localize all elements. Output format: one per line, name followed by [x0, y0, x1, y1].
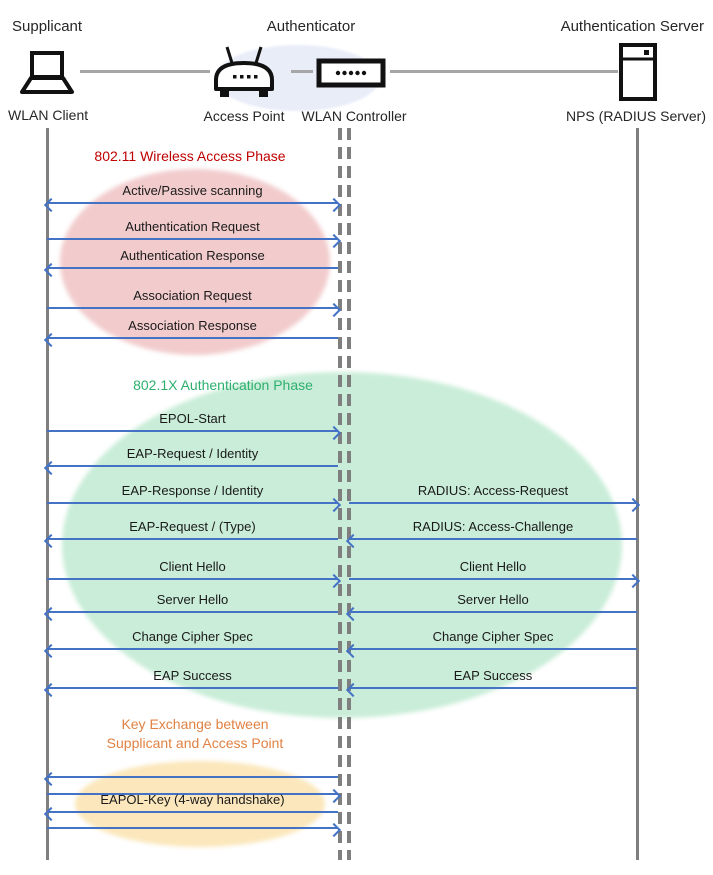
eapol-key-arrow-4 — [47, 827, 338, 829]
role-supplicant: Supplicant — [12, 18, 83, 35]
arrow-right — [47, 578, 338, 580]
phase1-ellipse — [60, 169, 330, 355]
phase3-title: Key Exchange between Supplicant and Acce… — [75, 715, 315, 753]
arrow-left — [47, 687, 338, 689]
arrow-left — [349, 648, 637, 650]
message-eapol-key-4way-handshake: EAPOL-Key (4-way handshake) — [47, 792, 338, 813]
arrow-left — [47, 648, 338, 650]
message-label: Change Cipher Spec — [132, 629, 253, 644]
message-label: Client Hello — [459, 559, 527, 574]
message-label: Authentication Response — [120, 248, 265, 263]
wlan-client-lifeline — [46, 128, 49, 860]
message-client-hello-right: Client Hello — [349, 559, 637, 580]
message-change-cipher-spec-right: Change Cipher Spec — [349, 629, 637, 650]
wlan-controller-lifeline-inner — [347, 128, 351, 860]
message-radius-access-request: RADIUS: Access-Request — [349, 483, 637, 504]
connector-line — [80, 70, 210, 73]
arrow-left — [349, 611, 637, 613]
message-label: RADIUS: Access-Challenge — [412, 519, 574, 534]
message-label: EPOL-Start — [159, 411, 226, 426]
message-label: Client Hello — [159, 559, 226, 574]
role-authentication-server: Authentication Server — [560, 18, 704, 35]
message-authentication-request: Authentication Request — [47, 219, 338, 240]
message-label: Association Response — [128, 318, 257, 333]
message-client-hello-left: Client Hello — [47, 559, 338, 580]
message-eap-request-type: EAP-Request / (Type) — [47, 519, 338, 540]
connector-dash — [291, 70, 313, 73]
label-access-point: Access Point — [203, 108, 285, 124]
message-label: EAP-Request / Identity — [126, 446, 259, 461]
arrow-left — [47, 267, 338, 269]
eapol-key-arrow-1 — [47, 776, 338, 778]
message-label: Server Hello — [156, 592, 229, 607]
arrow-right — [47, 238, 338, 240]
arrow-right — [349, 578, 637, 580]
message-radius-access-challenge: RADIUS: Access-Challenge — [349, 519, 637, 540]
message-association-request: Association Request — [47, 288, 338, 309]
message-change-cipher-spec-left: Change Cipher Spec — [47, 629, 338, 650]
connector-line — [390, 70, 618, 73]
message-label: Authentication Request — [125, 219, 260, 234]
message-server-hello-right: Server Hello — [349, 592, 637, 613]
message-epol-start: EPOL-Start — [47, 411, 338, 432]
role-authenticator: Authenticator — [266, 18, 356, 35]
phase2-title: 802.1X Authentication Phase — [133, 377, 313, 393]
message-eap-request-identity: EAP-Request / Identity — [47, 446, 338, 467]
phase3-title-line2: Supplicant and Access Point — [106, 735, 284, 751]
arrow-left — [47, 611, 338, 613]
message-label: EAP Success — [153, 668, 232, 683]
arrow-left — [47, 538, 338, 540]
label-wlan-client: WLAN Client — [8, 107, 89, 123]
message-server-hello-left: Server Hello — [47, 592, 338, 613]
access-point-icon — [210, 44, 278, 104]
message-label: EAP-Request / (Type) — [129, 519, 256, 534]
message-authentication-response: Authentication Response — [47, 248, 338, 269]
label-nps-radius-server: NPS (RADIUS Server) — [565, 108, 707, 124]
eapol-key-arrow-3 — [47, 811, 338, 813]
message-association-response: Association Response — [47, 318, 338, 339]
message-label: EAP-Response / Identity — [121, 483, 264, 498]
arrow-left — [349, 538, 637, 540]
label-wlan-controller: WLAN Controller — [301, 108, 407, 124]
arrow-right — [47, 502, 338, 504]
message-label: Change Cipher Spec — [432, 629, 554, 644]
wlan-controller-lifeline-outer — [338, 128, 342, 860]
message-eap-success-left: EAP Success — [47, 668, 338, 689]
arrow-right — [47, 307, 338, 309]
wlan-controller-icon — [316, 58, 386, 88]
arrow-left — [47, 465, 338, 467]
laptop-icon — [16, 50, 76, 98]
arrow-right — [47, 430, 338, 432]
message-label: EAPOL-Key (4-way handshake) — [100, 792, 285, 807]
message-label: Server Hello — [457, 592, 529, 607]
message-label: EAP Success — [453, 668, 533, 683]
message-eap-success-right: EAP Success — [349, 668, 637, 689]
eapol-key-arrow-2 — [47, 793, 338, 795]
phase1-title: 802.11 Wireless Access Phase — [94, 148, 286, 164]
message-label: Association Request — [133, 288, 252, 303]
arrow-left — [349, 687, 637, 689]
arrow-right — [349, 502, 637, 504]
server-icon — [618, 42, 658, 102]
message-active-passive-scanning: Active/Passive scanning — [47, 183, 338, 204]
nps-lifeline — [636, 128, 639, 860]
message-label: RADIUS: Access-Request — [417, 483, 569, 498]
message-label: Active/Passive scanning — [122, 183, 263, 198]
arrow-left — [47, 337, 338, 339]
message-eap-response-identity: EAP-Response / Identity — [47, 483, 338, 504]
arrow-both — [47, 202, 338, 204]
phase3-title-line1: Key Exchange between — [121, 716, 269, 732]
